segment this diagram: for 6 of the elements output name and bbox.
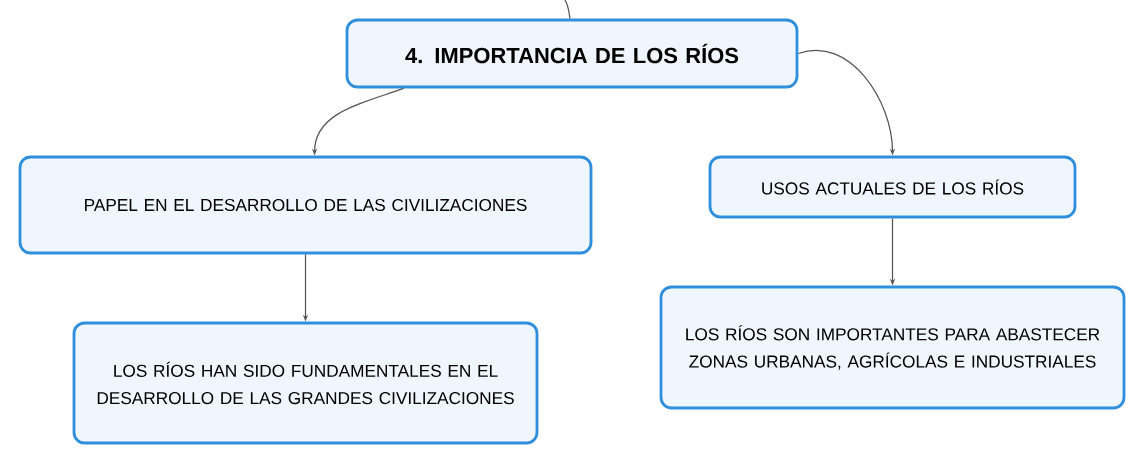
topic-box: USOS ACTUALES DE LOS RÍOS bbox=[708, 155, 1077, 219]
connector bbox=[564, 0, 571, 20]
topic-box: LOS RÍOS HAN SIDO FUNDAMENTALES EN EL DESARROLLO DE LAS GRANDES CIVILIZACIONES bbox=[72, 321, 539, 445]
topic-box: LOS RÍOS SON IMPORTANTES PARA ABASTECER ZONAS URBANAS, AGRÍCOLAS E INDUSTRIALES bbox=[659, 285, 1126, 410]
topic-box: PAPEL EN EL DESARROLLO DE LAS CIVILIZACIONES bbox=[18, 155, 593, 255]
title-box: 4. IMPORTANCIA DE LOS RÍOS bbox=[345, 18, 799, 89]
